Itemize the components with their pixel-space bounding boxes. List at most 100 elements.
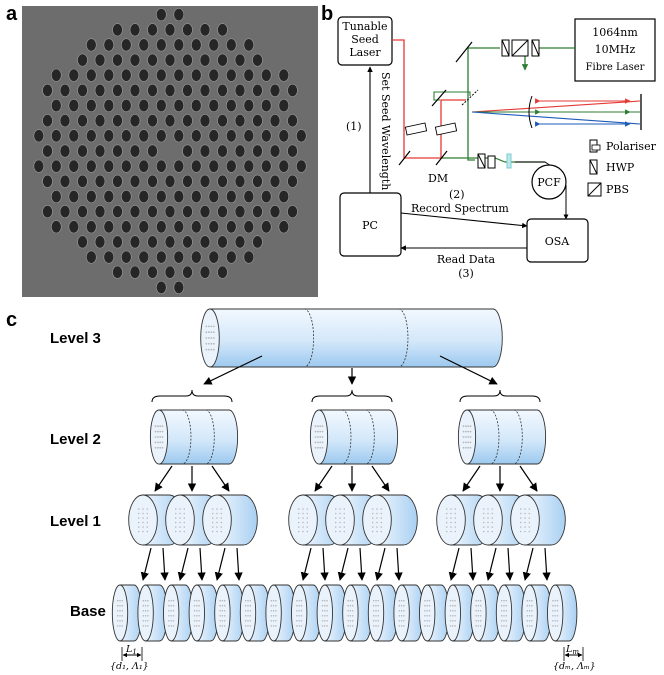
arrow-l1-base-2-1-1: [505, 547, 514, 581]
air-hole: [59, 144, 71, 158]
polariser-1: [404, 122, 428, 136]
arrow-l1-base-0-1-1: [197, 547, 206, 581]
panel-letter-c: c: [6, 309, 17, 331]
air-hole: [226, 99, 237, 113]
arrow-l1-base-1-2-0: [374, 547, 386, 581]
air-hole: [199, 83, 211, 97]
air-hole: [226, 68, 237, 82]
air-hole: [77, 83, 88, 97]
air-hole: [103, 250, 115, 264]
air-hole: [147, 53, 158, 67]
air-hole: [164, 235, 176, 249]
air-hole: [287, 174, 298, 188]
air-hole: [191, 250, 202, 264]
arrow-l2-l1-0-0: [154, 465, 173, 492]
tunable-laser-box: [337, 16, 393, 66]
arrow-l1-base-1-1-0: [337, 547, 349, 581]
air-hole: [164, 53, 176, 67]
air-hole: [199, 53, 211, 67]
air-hole: [129, 53, 141, 67]
air-hole: [182, 53, 193, 67]
base-disk-14: [470, 584, 501, 642]
base-disk-9: [342, 584, 373, 642]
air-hole: [199, 174, 211, 188]
air-hole: [278, 220, 290, 234]
air-hole: [77, 174, 88, 188]
mirror-1: [455, 41, 473, 63]
base-disk-7: [291, 584, 322, 642]
tunable-laser-line2: Seed: [351, 33, 379, 46]
air-hole: [147, 205, 158, 219]
air-hole: [121, 68, 132, 82]
air-hole: [234, 53, 246, 67]
air-hole: [243, 38, 255, 52]
base-disk-15: [495, 584, 527, 642]
air-hole: [234, 205, 246, 219]
level3-cylinder: [200, 308, 503, 368]
air-hole: [68, 190, 80, 204]
air-hole: [156, 68, 167, 82]
air-hole: [103, 220, 115, 234]
air-hole: [173, 220, 185, 234]
air-hole: [138, 250, 150, 264]
air-hole: [156, 220, 167, 234]
air-hole: [50, 190, 62, 204]
level-label-1: Level 1: [50, 513, 101, 530]
level2-cylinder-2: [457, 409, 547, 465]
air-hole: [269, 205, 281, 219]
air-hole: [173, 99, 185, 113]
air-hole: [217, 53, 228, 67]
base-disk-13: [444, 584, 475, 642]
air-hole: [129, 265, 141, 279]
air-hole: [112, 23, 123, 37]
air-hole: [86, 250, 97, 264]
air-hole: [147, 235, 158, 249]
air-hole: [94, 53, 106, 67]
air-hole: [164, 205, 176, 219]
air-hole: [164, 174, 176, 188]
air-hole: [121, 250, 132, 264]
air-hole: [278, 159, 290, 173]
air-hole: [50, 159, 62, 173]
air-hole: [269, 144, 281, 158]
air-hole: [59, 83, 71, 97]
base-disk-5: [239, 584, 271, 642]
level-label-3: Level 3: [50, 330, 101, 347]
air-hole: [112, 144, 123, 158]
air-hole: [243, 220, 255, 234]
arrow-l2-l1-2-2: [519, 465, 538, 492]
dichroic-mirror: [435, 150, 448, 166]
air-hole: [217, 205, 228, 219]
air-hole: [42, 144, 53, 158]
air-hole: [68, 159, 80, 173]
air-hole: [77, 235, 88, 249]
air-hole: [164, 265, 176, 279]
air-hole: [156, 159, 167, 173]
base-disk-17: [547, 584, 578, 642]
fibre-laser-line2: 10MHz: [595, 43, 636, 56]
lens: [528, 95, 533, 129]
air-hole: [103, 38, 115, 52]
air-hole: [121, 220, 132, 234]
brace-level2-0: [151, 389, 233, 403]
air-hole: [278, 190, 290, 204]
base-disk-0: [111, 584, 143, 642]
air-hole: [199, 205, 211, 219]
arrow-l3-l2-left: [203, 355, 263, 385]
air-hole: [121, 159, 132, 173]
air-hole: [33, 129, 45, 143]
seed-beam-path: [392, 39, 466, 159]
coupling-polariser: [487, 155, 496, 169]
air-hole: [156, 250, 167, 264]
air-hole: [94, 83, 106, 97]
air-hole: [182, 205, 193, 219]
param-right: {dₘ, Λₘ}: [553, 661, 596, 672]
air-hole: [156, 99, 167, 113]
air-hole: [217, 265, 228, 279]
red-beam: [471, 100, 641, 113]
air-hole: [173, 68, 185, 82]
pc-label: PC: [362, 219, 378, 232]
air-hole: [173, 159, 185, 173]
air-hole: [86, 38, 97, 52]
air-hole: [112, 174, 123, 188]
